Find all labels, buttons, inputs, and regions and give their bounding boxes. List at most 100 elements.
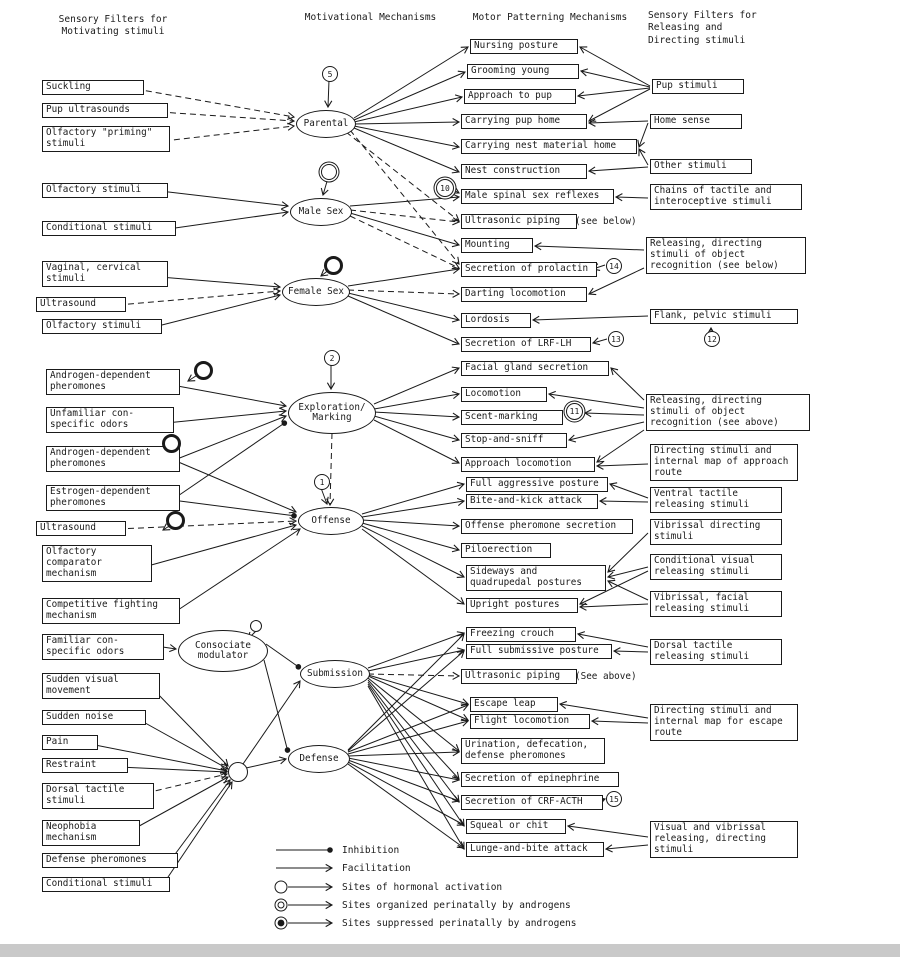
motor-upright-postures: Upright postures: [466, 598, 578, 613]
filter-competitive-fighting: Competitive fighting mechanism: [42, 598, 180, 624]
motor-secretion-of-epinephrine: Secretion of epinephrine: [461, 772, 619, 787]
filter-familiar-conspecific-odors: Familiar con-specific odors: [42, 634, 164, 660]
motor-approach-locomotion: Approach locomotion: [461, 457, 595, 472]
hormonal-site-badge-2: 2: [324, 350, 340, 366]
filter-estrogen-pheromones: Estrogen-dependent pheromones: [46, 485, 180, 511]
header-motor-patterning: Motor Patterning Mechanisms: [472, 12, 628, 23]
motor-mounting: Mounting: [461, 238, 533, 253]
releasing-filter-connectors: [531, 46, 651, 853]
badge-14: 14: [606, 258, 622, 274]
filter-neophobia-mechanism: Neophobia mechanism: [42, 820, 140, 846]
motor-bite-and-kick-attack: Bite-and-kick attack: [466, 494, 598, 509]
mechanism-male-sex: Male Sex: [290, 198, 352, 226]
release-dorsal-tactile: Dorsal tactile releasing stimuli: [650, 639, 782, 665]
defense-connectors: [347, 633, 470, 849]
submission-connectors: [367, 631, 470, 850]
release-conditional-visual: Conditional visual releasing stimuli: [650, 554, 782, 580]
mechanism-exploration-marking: Exploration/ Marking: [288, 392, 376, 434]
filter-unfamiliar-conspecific-odors: Unfamiliar con-specific odors: [46, 407, 174, 433]
filter-olfactory-priming-stimuli: Olfactory "priming" stimuli: [42, 126, 170, 152]
legend-organized-perinatally: Sites organized perinatally by androgens: [342, 900, 571, 911]
motor-piloerection: Piloerection: [461, 543, 551, 558]
release-object-recognition-above: Releasing, directing stimuli of object r…: [646, 394, 810, 431]
badge-12: 12: [704, 331, 720, 347]
release-ventral-tactile: Ventral tactile releasing stimuli: [650, 487, 782, 513]
release-escape-route-map: Directing stimuli and internal map for e…: [650, 704, 798, 741]
motor-flight-locomotion: Flight locomotion: [470, 714, 590, 729]
mechanism-offense: Offense: [298, 507, 364, 535]
filter-sudden-visual-movement: Sudden visual movement: [42, 673, 160, 699]
filter-androgen-pheromones-2: Androgen-dependent pheromones: [46, 446, 180, 472]
motor-lordosis: Lordosis: [461, 313, 531, 328]
release-other-stimuli: Other stimuli: [650, 159, 752, 174]
hormonal-site-badge-5: 5: [322, 66, 338, 82]
motor-full-submissive-posture: Full submissive posture: [466, 644, 612, 659]
legend-inhibition: Inhibition: [342, 845, 400, 856]
filter-olfactory-comparator: Olfactory comparator mechanism: [42, 545, 152, 582]
filter-vaginal-cervical-stimuli: Vaginal, cervical stimuli: [42, 261, 168, 287]
header-motivating-filters: Sensory Filters for Motivating stimuli: [58, 14, 168, 38]
motor-carrying-nest-material: Carrying nest material home: [461, 139, 637, 154]
androgen-suppressed-site-icon: [324, 256, 343, 275]
release-object-recognition-below: Releasing, directing stimuli of object r…: [646, 237, 806, 274]
filter-pup-ultrasounds: Pup ultrasounds: [42, 103, 168, 118]
legend-facilitation: Facilitation: [342, 863, 411, 874]
motor-approach-to-pup: Approach to pup: [464, 89, 576, 104]
motor-nest-construction: Nest construction: [461, 164, 587, 179]
filter-conditional-stimuli-male: Conditional stimuli: [42, 221, 176, 236]
perinatal-site-icon-b: [162, 434, 181, 453]
badge-13: 13: [608, 331, 624, 347]
male-sex-connectors: [159, 190, 461, 270]
hormonal-site-icon-consociate: [250, 620, 262, 632]
motor-secretion-of-lrf-lh: Secretion of LRF-LH: [461, 337, 591, 352]
motor-secretion-of-prolactin: Secretion of prolactin: [461, 262, 597, 277]
motor-full-aggressive-posture: Full aggressive posture: [466, 477, 608, 492]
badge-10: 10: [436, 179, 454, 197]
motor-ultrasonic-piping-1: Ultrasonic piping: [461, 214, 577, 229]
badge-15: 15: [606, 791, 622, 807]
defense-input-node: [228, 762, 248, 782]
filter-defense-pheromones: Defense pheromones: [42, 853, 178, 868]
release-pup-stimuli: Pup stimuli: [652, 79, 744, 94]
hormonal-site-badge-1: 1: [314, 474, 330, 490]
perinatal-site-icon-c: [166, 511, 185, 530]
mechanism-defense: Defense: [288, 745, 350, 773]
motor-darting-locomotion: Darting locomotion: [461, 287, 587, 302]
motor-male-spinal-sex-reflexes: Male spinal sex reflexes: [461, 189, 614, 204]
androgen-organized-site-icon: [321, 164, 337, 180]
release-vibrissal-facial: Vibrissal, facial releasing stimuli: [650, 591, 782, 617]
release-flank-pelvic-stimuli: Flank, pelvic stimuli: [650, 309, 798, 324]
parental-connectors: [135, 46, 469, 265]
motor-squeal-or-chit: Squeal or chit: [466, 819, 566, 834]
release-chains-tactile-interoceptive: Chains of tactile and interoceptive stim…: [650, 184, 802, 210]
motor-offense-pheromone-secretion: Offense pheromone secretion: [461, 519, 633, 534]
filter-conditional-stimuli-defense: Conditional stimuli: [42, 877, 170, 892]
legend-symbols: [274, 847, 334, 930]
filter-pain: Pain: [42, 735, 98, 750]
motor-sideways-quadrupedal-postures: Sideways and quadrupedal postures: [466, 565, 606, 591]
female-sex-connectors: [117, 265, 461, 346]
motor-secretion-of-crf-acth: Secretion of CRF-ACTH: [461, 795, 603, 810]
motor-ultrasonic-piping-2-note: (See above): [575, 671, 637, 682]
motor-nursing-posture: Nursing posture: [470, 39, 578, 54]
legend-suppressed-perinatally: Sites suppressed perinatally by androgen…: [342, 918, 577, 929]
perinatal-site-icon-a: [194, 361, 213, 380]
filter-sudden-noise: Sudden noise: [42, 710, 146, 725]
motor-facial-gland-secretion: Facial gland secretion: [461, 361, 609, 376]
release-vibrissal-directing: Vibrissal directing stimuli: [650, 519, 782, 545]
motor-grooming-young: Grooming young: [467, 64, 579, 79]
badge-11: 11: [566, 403, 583, 420]
exploration-connectors: [165, 366, 461, 507]
filter-androgen-pheromones-1: Androgen-dependent pheromones: [46, 369, 180, 395]
mechanism-parental: Parental: [296, 110, 356, 138]
release-home-sense: Home sense: [650, 114, 742, 129]
motor-freezing-crouch: Freezing crouch: [466, 627, 576, 642]
release-approach-route-map: Directing stimuli and internal map of ap…: [650, 444, 798, 481]
motor-carrying-pup-home: Carrying pup home: [461, 114, 587, 129]
mechanism-consociate-modulator: Consociate modulator: [178, 630, 268, 672]
filter-suckling: Suckling: [42, 80, 144, 95]
defense-input-node-connectors: [89, 680, 301, 887]
bottom-scroll-strip: [0, 944, 900, 957]
filter-ultrasound-female: Ultrasound: [36, 297, 126, 312]
